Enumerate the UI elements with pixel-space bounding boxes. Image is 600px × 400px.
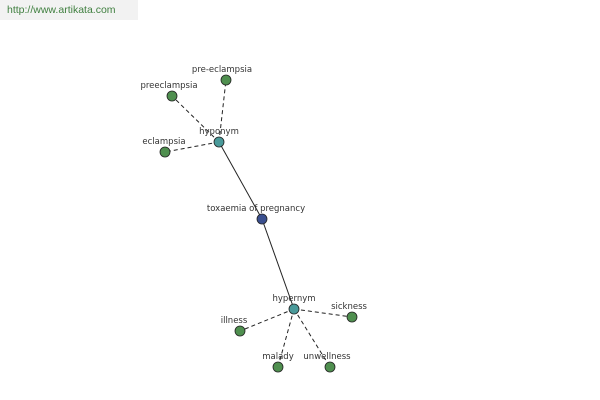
node-root[interactable]	[256, 213, 268, 225]
node-unwellness[interactable]	[324, 361, 336, 373]
node-hyponym[interactable]	[213, 136, 225, 148]
label-hypernym: hypernym	[272, 294, 315, 304]
label-malady: malady	[262, 352, 294, 362]
label-unwellness: unwellness	[303, 352, 351, 362]
node-hypernym[interactable]	[288, 303, 300, 315]
node-preeclampsia[interactable]	[166, 90, 178, 102]
label-illness: illness	[221, 316, 248, 326]
label-eclampsia: eclampsia	[142, 137, 185, 147]
edge-hypernym-illness	[239, 308, 295, 332]
label-hyponym: hyponym	[199, 127, 239, 137]
node-pre-eclampsia[interactable]	[220, 74, 232, 86]
node-sickness[interactable]	[346, 311, 358, 323]
edge-hyponym-pre-eclampsia	[218, 79, 227, 143]
edge-hyponym-preeclampsia	[171, 95, 220, 143]
node-illness[interactable]	[234, 325, 246, 337]
edge-root-hyponym	[218, 141, 263, 220]
edge-root-hypernym	[261, 218, 295, 310]
label-root: toxaemia of pregnancy	[207, 204, 305, 214]
edge-hypernym-unwellness	[293, 308, 331, 368]
label-sickness: sickness	[331, 302, 367, 312]
watermark-url[interactable]: http://www.artikata.com	[7, 4, 116, 16]
watermark-banner: http://www.artikata.com	[0, 0, 138, 20]
label-preeclampsia: preeclampsia	[140, 81, 197, 91]
edge-hypernym-malady	[277, 308, 295, 368]
label-pre-eclampsia: pre-eclampsia	[192, 65, 252, 75]
node-malady[interactable]	[272, 361, 284, 373]
edge-hypernym-sickness	[293, 308, 353, 318]
edge-hyponym-eclampsia	[164, 141, 220, 153]
node-eclampsia[interactable]	[159, 146, 171, 158]
